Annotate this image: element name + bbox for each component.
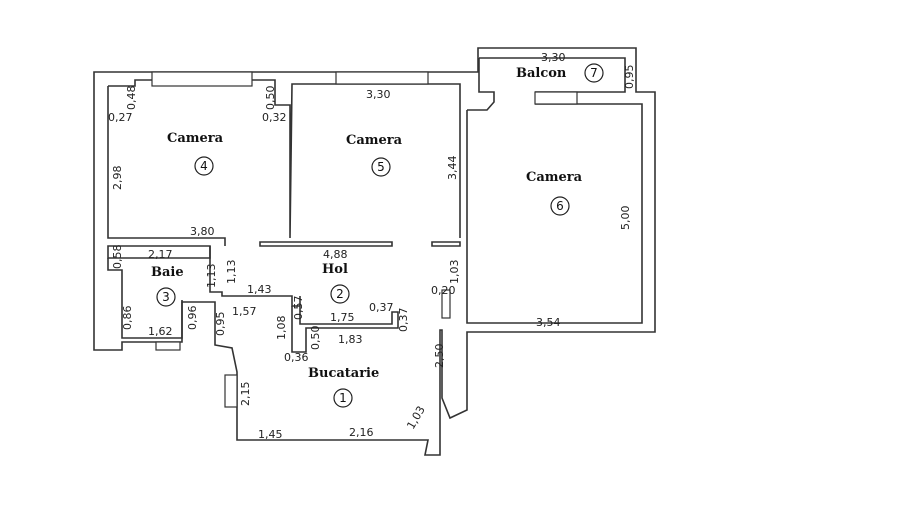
dim-hol-057: 0,57	[292, 296, 305, 321]
dim-hol-113b: 1,13	[225, 260, 238, 285]
room-number-4: 4	[200, 159, 208, 173]
dim-hol-143: 1,43	[247, 283, 272, 296]
badge-circle-6	[550, 196, 570, 216]
room-number-3: 3	[162, 290, 170, 304]
dim-hol-037b: 0,37	[397, 308, 410, 333]
dim-hol-157: 1,57	[232, 305, 257, 318]
badge-circle-1	[333, 388, 353, 408]
dim-hol-250: 2,50	[433, 344, 446, 369]
window-hol	[441, 289, 451, 319]
window-baie	[155, 341, 181, 351]
dim-baie-162: 1,62	[148, 325, 173, 338]
room-label-balcon: Balcon	[516, 66, 567, 81]
room-number-2: 2	[336, 287, 344, 301]
dim-c6-width: 3,54	[536, 316, 561, 329]
dimension-labels: 3,30 0,95 0,48 0,27 0,50 0,32 3,30 2,98 …	[108, 51, 636, 441]
dim-hol-020: 0,20	[431, 284, 456, 297]
dim-c5-height: 3,44	[446, 156, 459, 181]
dim-hol-113a: 1,13	[205, 264, 218, 289]
dim-k-183: 1,83	[338, 333, 363, 346]
dim-k-215: 2,15	[239, 382, 252, 407]
dim-k-145: 1,45	[258, 428, 283, 441]
dim-c5-width: 3,30	[366, 88, 391, 101]
dim-baie-width: 2,17	[148, 248, 173, 261]
dim-k-216: 2,16	[349, 426, 374, 439]
room-label-camera-6: Camera	[526, 170, 583, 185]
dim-c4-027: 0,27	[108, 111, 133, 124]
badge-circle-2	[330, 284, 350, 304]
window-bucatarie	[224, 374, 238, 408]
dim-c4-032: 0,32	[262, 111, 287, 124]
room-labels: Camera 4 Camera 5 Camera 6 Balcon 7 Baie…	[151, 66, 598, 405]
dim-hol-175: 1,75	[330, 311, 355, 324]
room-number-1: 1	[339, 391, 347, 405]
dim-balcon-width: 3,30	[541, 51, 566, 64]
dim-k-095: 0,95	[214, 312, 227, 337]
badge-circle-3	[156, 287, 176, 307]
window-camera-6	[534, 91, 578, 105]
room-label-camera-4: Camera	[167, 131, 224, 146]
window-camera-4	[151, 71, 253, 87]
dim-k-036: 0,36	[284, 351, 309, 364]
windows	[151, 71, 578, 408]
badge-circle-5	[371, 157, 391, 177]
dim-c6-height: 5,00	[619, 206, 632, 231]
dim-k-103: 1,03	[404, 404, 428, 432]
dim-c4-050: 0,50	[264, 86, 277, 111]
room-number-5: 5	[377, 160, 385, 174]
room-number-7: 7	[590, 66, 598, 80]
dim-hol-103: 1,03	[448, 260, 461, 285]
dim-hol-108: 1,08	[275, 316, 288, 341]
dim-baie-058: 0,58	[111, 245, 124, 270]
dim-c4-height: 2,98	[111, 166, 124, 191]
room-number-6: 6	[556, 199, 564, 213]
room-label-bucatarie: Bucatarie	[308, 366, 379, 381]
room-label-baie: Baie	[151, 265, 184, 280]
room-label-hol: Hol	[322, 262, 348, 277]
dim-baie-086: 0,86	[121, 306, 134, 331]
dim-c4-width: 3,80	[190, 225, 215, 238]
dim-baie-096: 0,96	[186, 306, 199, 331]
room-label-camera-5: Camera	[346, 133, 403, 148]
badge-circle-4	[194, 156, 214, 176]
dim-hol-037a: 0,37	[369, 301, 394, 314]
outer-walls	[93, 47, 656, 456]
dim-balcon-depth: 0,95	[623, 65, 636, 90]
dim-hol-width: 4,88	[323, 248, 348, 261]
window-camera-5	[335, 71, 429, 85]
dim-c4-048: 0,48	[125, 86, 138, 111]
room-badges	[156, 63, 604, 408]
badge-circle-7	[584, 63, 604, 83]
dim-k-050: 0,50	[309, 326, 322, 351]
